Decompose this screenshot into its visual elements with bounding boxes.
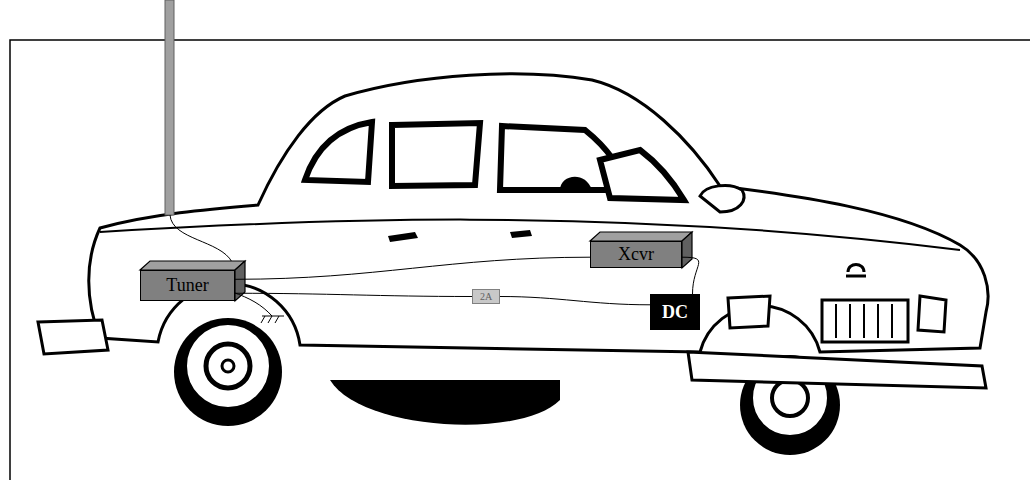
fuse: 2A [472,289,500,304]
cable [235,293,472,296]
grille-bars [836,304,892,338]
antenna-mast [165,0,174,215]
rear-wheel [174,318,282,426]
node-label: DC [662,302,688,323]
emblem [846,265,866,277]
front-bumper [688,352,986,388]
antenna-wire [170,215,232,262]
node-label: 2A [480,291,492,302]
dc-supply-box: DC [650,294,700,330]
box-top [590,232,692,241]
tuner-box: Tuner [140,270,235,301]
headlight [728,296,770,328]
under-shadow [330,380,560,425]
windows [305,122,684,200]
waist-line [100,220,960,250]
cable [682,257,699,294]
ground-wire [232,292,272,316]
node-label: Tuner [166,275,208,296]
car-body [89,74,988,352]
side-mirror [700,185,744,212]
seat-headrest [560,177,592,190]
rear-bumper [38,320,108,354]
ground-symbol [261,316,284,323]
box-top [140,261,245,270]
transceiver-box: Xcvr [590,241,682,268]
headlight [918,296,946,332]
cable [235,257,590,279]
frame [10,40,1030,480]
cable [500,297,650,305]
box-side [682,232,692,268]
grille [822,300,908,342]
node-label: Xcvr [618,244,654,265]
door-handle [510,230,532,238]
door-handle [388,232,418,242]
